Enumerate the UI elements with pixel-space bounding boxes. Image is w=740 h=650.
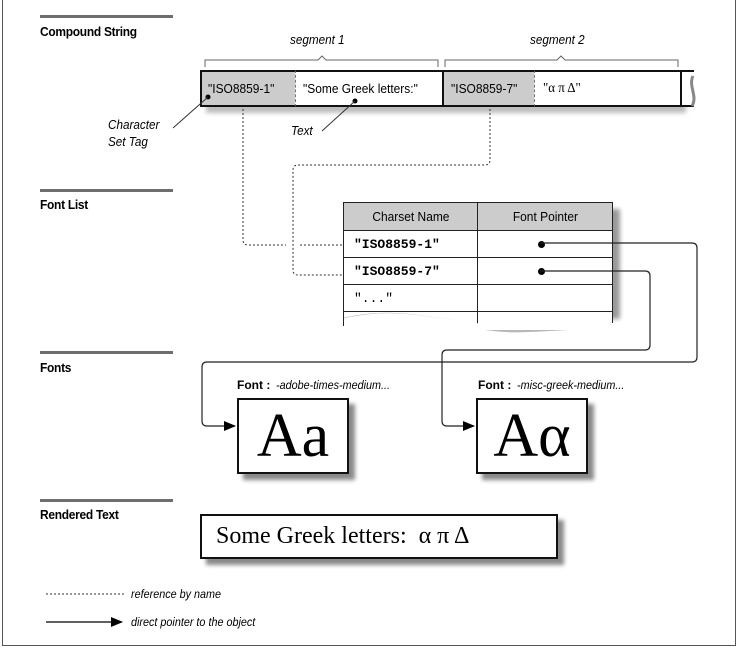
font-label-1: Font : -adobe-times-medium... — [237, 378, 403, 392]
segment-2-text-value: "α π Δ" — [543, 81, 581, 96]
table-row: "ISO8859-7" — [343, 257, 613, 285]
annotation-line: Set Tag — [108, 134, 148, 149]
section-title-fonts: Fonts — [40, 360, 72, 375]
font-pointer-cell — [477, 230, 613, 258]
segment-2-text: "α π Δ" — [534, 70, 682, 107]
section-divider — [40, 15, 173, 18]
font-label-key: Font : — [478, 378, 512, 392]
annotation-character-set-tag: Character Set Tag — [108, 116, 159, 150]
column-header-label: Charset Name — [371, 209, 450, 224]
font-name: -misc-greek-medium... — [517, 378, 625, 392]
font-name: -adobe-times-medium... — [276, 378, 391, 392]
segment-1-tag-text: "ISO8859-1" — [208, 81, 275, 96]
charset-name-cell: "ISO8859-7" — [343, 257, 478, 285]
font-list-table: Charset Name Font Pointer "ISO8859-1" "I… — [343, 202, 613, 326]
font-sample-box-1: Aa — [237, 398, 349, 474]
annotation-leader — [172, 96, 209, 129]
segment-1-text: "Some Greek letters:" — [295, 70, 442, 107]
column-header-font-pointer: Font Pointer — [477, 202, 613, 231]
font-sample-box-2: Aα — [476, 398, 588, 474]
table-header-row: Charset Name Font Pointer — [343, 202, 613, 231]
legend-arrow-label: direct pointer to the object — [131, 615, 256, 629]
reference-by-name-line-2 — [292, 109, 491, 276]
segment-1-brace — [204, 55, 439, 67]
table-row: "ISO8859-1" — [343, 230, 613, 258]
font-label-2: Font : -misc-greek-medium... — [478, 378, 637, 392]
segment-1-text-value: "Some Greek letters:" — [303, 81, 418, 96]
section-divider — [40, 499, 173, 502]
section-title-rendered-text: Rendered Text — [40, 507, 119, 522]
reference-by-name-line-1 — [242, 109, 343, 246]
section-divider — [40, 189, 173, 192]
section-title-compound-string: Compound String — [40, 24, 137, 39]
segment-2-tag-text: "ISO8859-7" — [451, 81, 518, 96]
column-header-label: Font Pointer — [512, 209, 578, 224]
segment-label-1: segment 1 — [290, 32, 345, 47]
annotation-line: Character — [108, 117, 160, 132]
rendered-text-box: Some Greek letters: α π Δ — [200, 514, 558, 559]
font-label-key: Font : — [237, 378, 271, 392]
truncated-cell — [477, 311, 613, 326]
section-divider — [40, 351, 173, 354]
annotation-text: Text — [291, 123, 313, 138]
pointer-dot-icon — [538, 241, 545, 248]
segment-2-brace — [444, 55, 679, 67]
section-title-font-list: Font List — [40, 197, 89, 212]
segment-1-charset-tag: "ISO8859-1" — [200, 70, 295, 107]
legend-dotted-label: reference by name — [131, 587, 222, 601]
segment-label-2: segment 2 — [530, 32, 585, 47]
direct-pointer-line-1 — [201, 242, 698, 431]
direct-pointer-line-2 — [441, 270, 651, 431]
segment-2-charset-tag: "ISO8859-7" — [442, 70, 534, 107]
column-header-charset-name: Charset Name — [343, 202, 478, 231]
strip-break-icon — [690, 75, 696, 107]
annotation-leader — [321, 100, 356, 132]
font-pointer-cell — [477, 284, 613, 312]
